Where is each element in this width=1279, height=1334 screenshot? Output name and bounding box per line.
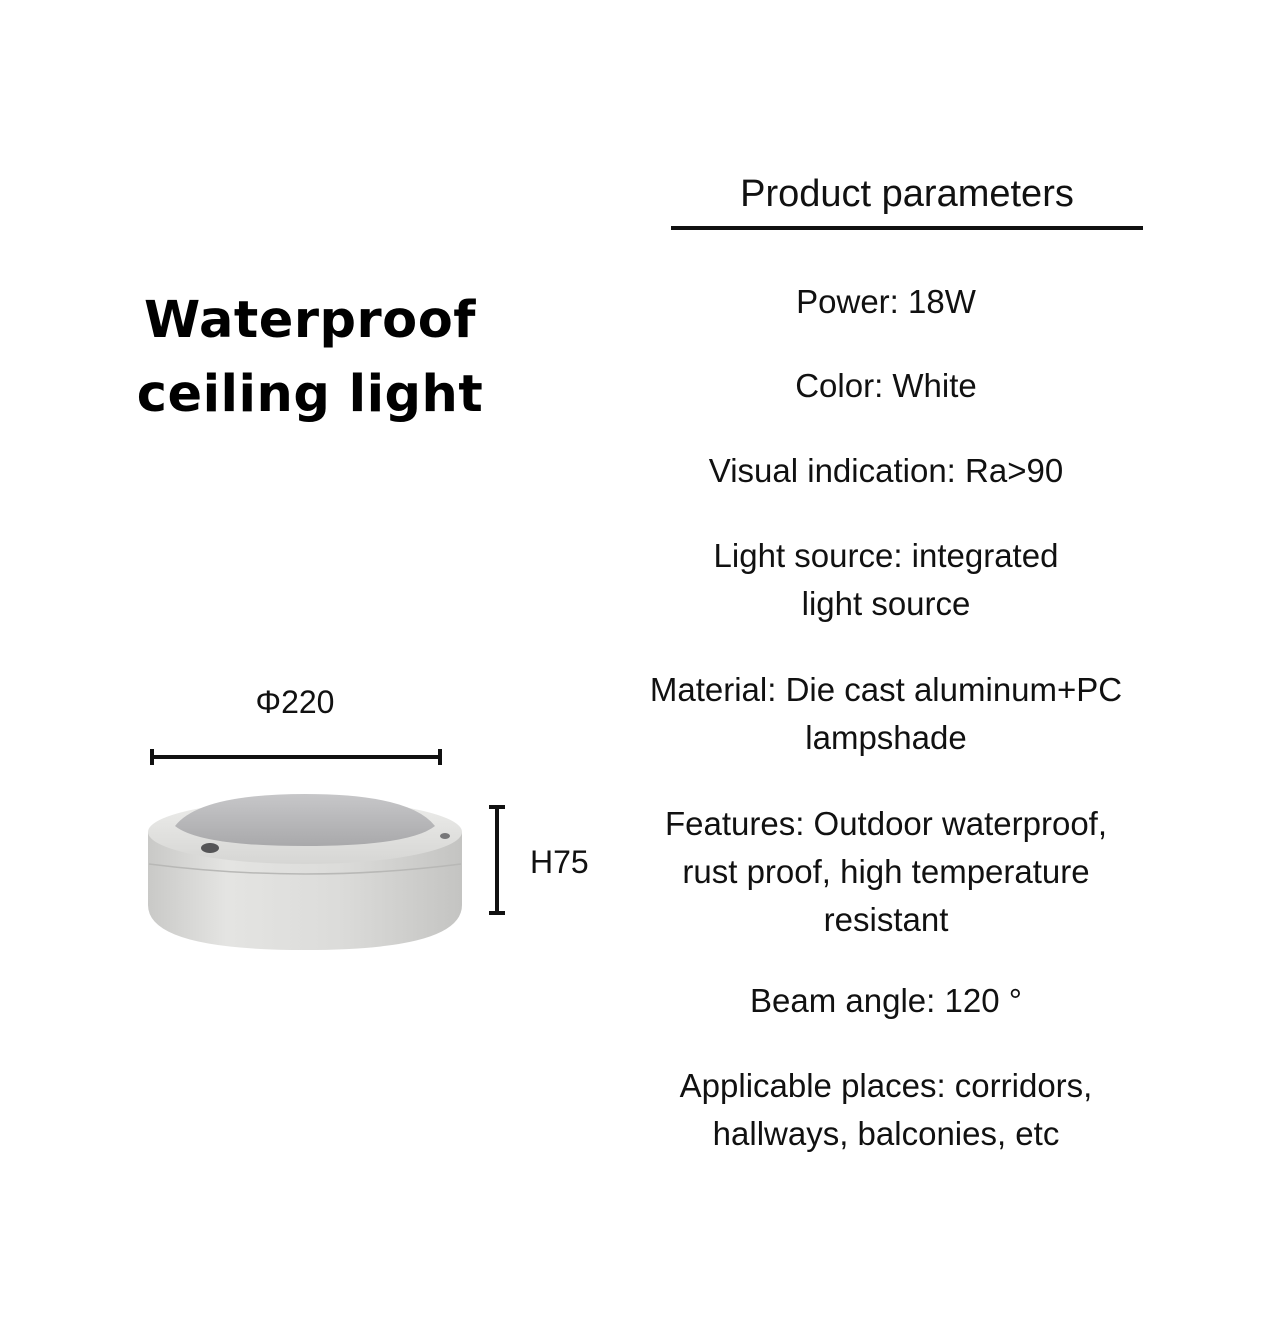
param-features-line-1: Features: Outdoor waterproof, [664,805,1108,842]
product-title-line-1: Waterproof [144,291,476,350]
screw-hole-right [440,833,450,839]
product-title: Waterproof ceiling light [90,284,530,432]
dimension-diameter-label: Φ220 [255,684,335,720]
param-applicable-places-line-2: hallways, balconies, etc [712,1115,1060,1152]
param-features-line-2: rust proof, high temperature [682,853,1090,890]
parameters-heading: Product parameters [740,173,1074,215]
param-applicable-places-line-1: Applicable places: corridors, [679,1067,1093,1104]
param-material: Material: Die cast aluminum+PC lampshade [596,666,1176,762]
ceiling-light-image [148,794,462,950]
param-features: Features: Outdoor waterproof, rust proof… [596,800,1176,944]
param-power-text: Power: 18W [796,283,976,320]
param-light-source: Light source: integrated light source [596,532,1176,628]
param-material-line-2: lampshade [805,719,967,756]
param-beam-angle: Beam angle: 120 ° [596,977,1176,1025]
param-applicable-places: Applicable places: corridors, hallways, … [596,1062,1176,1158]
parameters-heading-underline [671,226,1143,230]
param-light-source-line-2: light source [801,585,971,622]
param-color-text: Color: White [795,367,977,404]
param-visual-indication: Visual indication: Ra>90 [596,447,1176,495]
dimension-height-label: H75 [530,844,589,880]
diameter-dimension-line [150,749,442,765]
param-power: Power: 18W [596,278,1176,326]
param-light-source-line-1: Light source: integrated [713,537,1059,574]
height-dimension-line [489,805,505,915]
param-color: Color: White [596,362,1176,410]
param-beam-angle-text: Beam angle: 120 ° [750,982,1022,1019]
param-visual-indication-text: Visual indication: Ra>90 [708,452,1064,489]
param-features-line-3: resistant [823,901,949,938]
product-title-line-2: ceiling light [136,365,484,424]
screw-hole-left [201,843,219,853]
param-material-line-1: Material: Die cast aluminum+PC [649,671,1123,708]
